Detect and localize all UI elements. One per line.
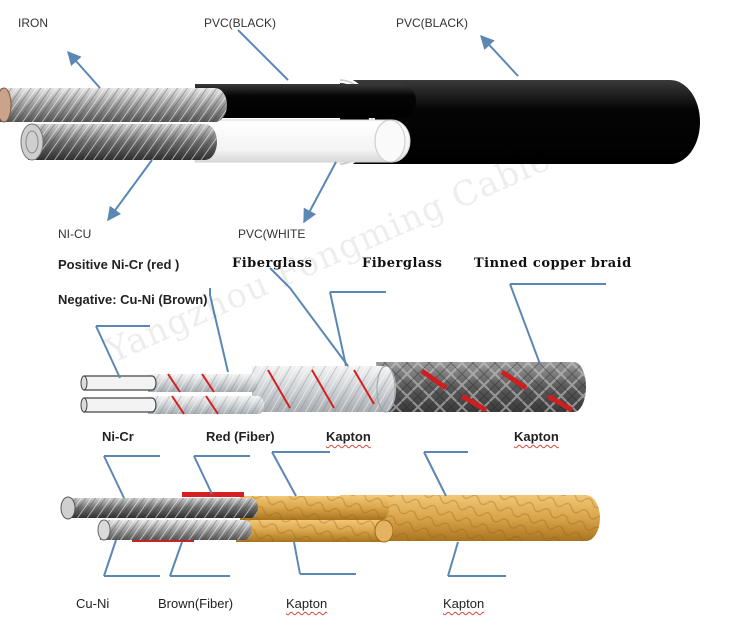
pvc-white-callout-arrow: [303, 161, 337, 224]
fiberglass-2-leader: [329, 291, 347, 367]
red-fiber-strip: [182, 492, 244, 497]
pvc-black-outer-label: PVC(BLACK): [396, 16, 469, 30]
positive-callout: [209, 288, 229, 373]
kapton-2-leader: [423, 451, 447, 497]
cu-ni-conductor-mid: [83, 397, 157, 413]
outer-pvc-black-jacket: [340, 80, 700, 164]
tinned-braid-leader: [509, 283, 541, 365]
iron-conductor-end: [0, 87, 12, 123]
brown-fiber-leader: [169, 541, 183, 577]
cu-ni-leader: [103, 539, 117, 577]
kapton-4-leader: [447, 541, 459, 577]
braid-red-tracers: [420, 368, 574, 413]
iron-callout-arrow: [67, 50, 101, 89]
brown-fiber-label: Brown(Fiber): [158, 596, 234, 611]
inner-pvc-white-insulation: [194, 119, 411, 163]
kapton-label-2: Kapton: [514, 429, 559, 444]
negative-leader: [95, 325, 121, 379]
pvc-black-inner-callout: [237, 29, 289, 81]
red-fiber-label: Red (Fiber): [206, 429, 275, 444]
kapton-label-1: Kapton: [326, 429, 371, 444]
fiberglass-1-callout: [269, 267, 349, 367]
positive-legend: Positive Ni-Cr (red ): [58, 257, 180, 272]
red-fiber-leader: [193, 455, 213, 495]
kapton-3-leader: [293, 541, 301, 575]
kapton-label-4: Kapton: [443, 596, 485, 611]
pvc-white-label: PVC(WHITE: [238, 227, 306, 241]
bottom-callouts: [103, 451, 506, 577]
kapton-cable-illustration: [60, 492, 600, 543]
braided-cable-illustration: [80, 362, 586, 415]
top-callouts: [67, 29, 519, 224]
kapton-label-3: Kapton: [286, 596, 328, 611]
negative-legend: Negative: Cu-Ni (Brown): [58, 292, 208, 307]
ni-cr-leader: [103, 455, 125, 499]
fiberglass-label-1: Fiberglass: [232, 256, 313, 271]
inner-pvc-black-insulation: [195, 84, 416, 118]
ni-cr-label: Ni-Cr: [102, 429, 134, 444]
kapton-1-leader: [271, 451, 297, 497]
ni-cu-conductor-end: [20, 123, 44, 161]
fiberglass-red-tracers: [267, 369, 375, 409]
fiberglass-label-2: Fiberglass: [362, 256, 443, 271]
ni-cu-callout-arrow: [107, 159, 153, 222]
pvc-black-outer-callout-arrow: [480, 34, 519, 77]
ni-cu-label: NI-CU: [58, 227, 92, 241]
pvc-cable-illustration: [0, 77, 700, 167]
tinned-braid-label: Tinned copper braid: [474, 256, 632, 271]
iron-label: IRON: [18, 16, 48, 30]
pvc-black-inner-label: PVC(BLACK): [204, 16, 277, 30]
cu-ni-label: Cu-Ni: [76, 596, 110, 611]
ni-cr-conductor: [83, 375, 157, 391]
middle-callouts: [95, 267, 606, 379]
